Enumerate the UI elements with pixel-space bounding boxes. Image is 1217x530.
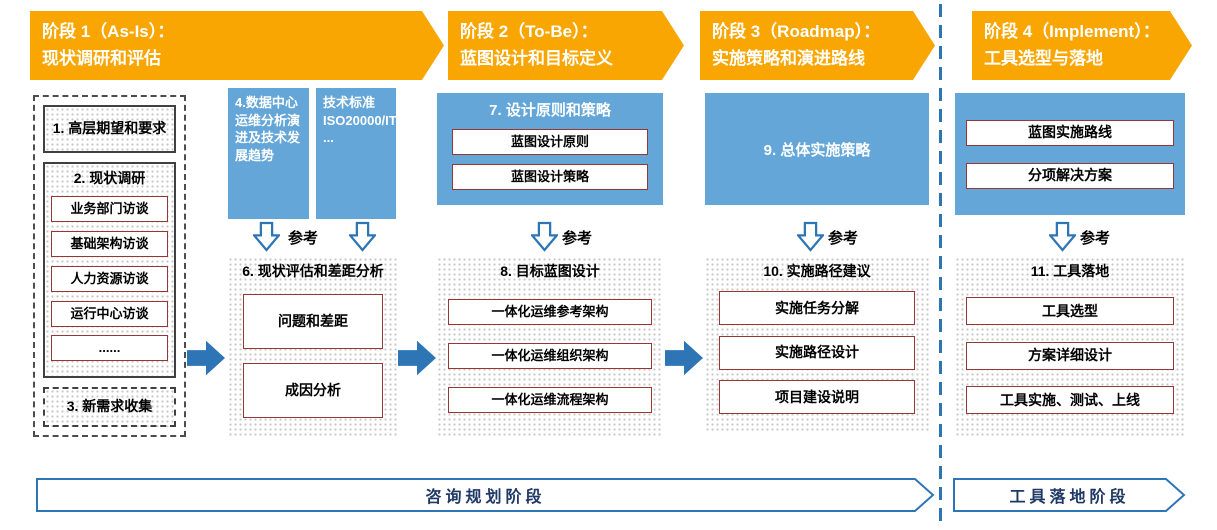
tooling-phase-banner: 工具落地阶段 [953,478,1186,512]
box-new-requirements: 3. 新需求收集 [43,387,176,427]
phase3-title-line1: 阶段 3（Roadmap）： [712,22,881,42]
route-item: 蓝图实施路线 [966,119,1174,146]
gap-item: 问题和差距 [243,294,383,349]
phase-divider-line [939,4,942,526]
box-tech-standards: 技术标准ISO20000/ITSS/ITIL... ... [316,88,452,219]
path-item: 实施任务分解 [719,291,915,326]
box-blueprint-route: 蓝图实施路线 分项解决方案 [955,93,1185,215]
flow-right-arrow-icon [665,340,703,376]
phase4-title-line2: 工具选型与落地 [984,48,1103,68]
phase2-header: 阶段 2（To-Be）： 蓝图设计和目标定义 [448,11,684,80]
route-item: 分项解决方案 [966,162,1174,189]
reference-label: 参考 [562,230,593,247]
consulting-phase-banner: 咨询规划阶段 [36,478,935,512]
phase2-title-line1: 阶段 2（To-Be）： [460,22,598,42]
down-arrow-icon [797,221,824,252]
tool-item: 工具实施、测试、上线 [966,386,1174,415]
phase3-title-line2: 实施策略和演进路线 [712,48,865,68]
principle-item: 蓝图设计原则 [452,129,648,155]
box-design-principles: 7. 设计原则和策略 蓝图设计原则 蓝图设计策略 [437,93,663,205]
principle-items: 蓝图设计原则 蓝图设计策略 [437,120,663,199]
box-implementation-strategy-title: 9. 总体实施策略 [763,141,871,159]
survey-items: 业务部门访谈 基础架构访谈 人力资源访谈 运行中心访谈 ...... [51,188,168,371]
path-items: 实施任务分解 实施路径设计 项目建设说明 [705,281,929,426]
phase1-header: 阶段 1（As-Is）： 现状调研和评估 [30,11,444,80]
survey-item: 人力资源访谈 [51,265,168,292]
flow-right-arrow-icon [398,340,436,376]
gap-items: 问题和差距 成因分析 [228,281,398,432]
flow-right-arrow-icon [187,340,225,376]
blueprint-items: 一体化运维参考架构 一体化运维组织架构 一体化运维流程架构 [437,281,663,432]
survey-item: 业务部门访谈 [51,196,168,223]
tool-item: 方案详细设计 [966,341,1174,370]
blueprint-item: 一体化运维组织架构 [448,342,652,369]
consulting-phase-label: 咨询规划阶段 [425,489,546,506]
box-survey-title: 2. 现状调研 [73,170,146,186]
blueprint-item: 一体化运维参考架构 [448,298,652,325]
phase4-title-line1: 阶段 4（Implement）： [984,22,1160,42]
box-path-suggestion: 10. 实施路径建议 实施任务分解 实施路径设计 项目建设说明 [705,257,929,431]
tool-items: 工具选型 方案详细设计 工具实施、测试、上线 [955,281,1185,432]
box-survey: 2. 现状调研 业务部门访谈 基础架构访谈 人力资源访谈 运行中心访谈 ....… [43,162,176,378]
box-design-principles-title: 7. 设计原则和策略 [489,102,611,119]
gap-item: 成因分析 [243,362,383,418]
box-assessment-gap-title: 6. 现状评估和差距分析 [242,263,384,279]
box-tool-landing: 11. 工具落地 工具选型 方案详细设计 工具实施、测试、上线 [955,257,1185,437]
banner-arrow-shape [953,478,1186,512]
path-item: 实施路径设计 [719,335,915,370]
box-expectations: 1. 高层期望和要求 [43,105,176,153]
down-arrow-icon [1049,221,1076,252]
asis-group: 1. 高层期望和要求 2. 现状调研 业务部门访谈 基础架构访谈 人力资源访谈 … [33,95,186,437]
box-path-suggestion-title: 10. 实施路径建议 [763,263,871,279]
reference-label: 参考 [1080,230,1111,247]
box-assessment-gap: 6. 现状评估和差距分析 问题和差距 成因分析 [228,257,398,437]
survey-item: 基础架构访谈 [51,231,168,257]
box-tool-landing-title: 11. 工具落地 [1030,263,1110,279]
phase2-title-line2: 蓝图设计和目标定义 [460,48,613,68]
survey-item: 运行中心访谈 [51,300,168,327]
banner-arrow-shape [36,478,935,512]
reference-label: 参考 [828,230,859,247]
box-implementation-strategy: 9. 总体实施策略 [705,93,929,205]
path-item: 项目建设说明 [719,380,915,415]
principle-item: 蓝图设计策略 [452,164,648,190]
phase4-header: 阶段 4（Implement）： 工具选型与落地 [972,11,1192,80]
box-blueprint-design: 8. 目标蓝图设计 一体化运维参考架构 一体化运维组织架构 一体化运维流程架构 [437,257,663,437]
down-arrow-icon [531,221,558,252]
blueprint-item: 一体化运维流程架构 [448,386,652,413]
tooling-phase-label: 工具落地阶段 [1009,489,1130,506]
box-datacenter-trend: 4.数据中心运维分析演进及技术发展趋势 [228,88,309,219]
reference-label: 参考 [288,230,319,247]
survey-item: ...... [51,335,168,362]
down-arrow-icon [253,221,280,252]
phase1-title-line1: 阶段 1（As-Is）： [42,22,175,42]
down-arrow-icon [349,221,376,252]
box-blueprint-design-title: 8. 目标蓝图设计 [500,263,600,279]
phase3-header: 阶段 3（Roadmap）： 实施策略和演进路线 [700,11,935,80]
phase1-title-line2: 现状调研和评估 [42,48,161,68]
tool-item: 工具选型 [966,297,1174,326]
